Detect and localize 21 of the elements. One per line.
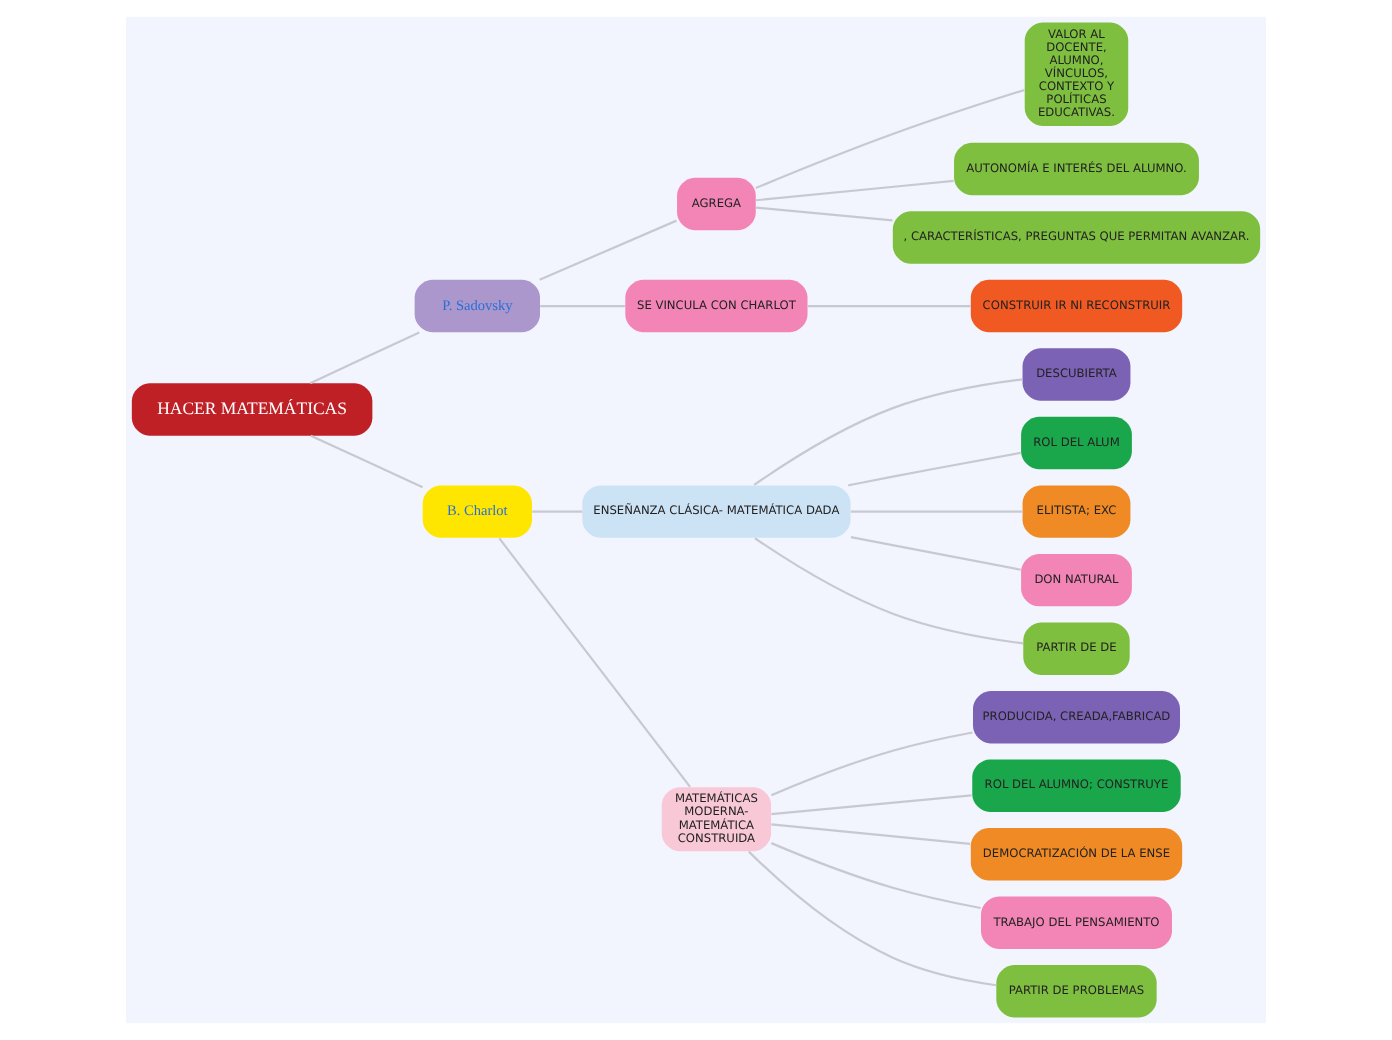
connector <box>310 434 424 489</box>
connector <box>755 88 1025 190</box>
connector <box>850 536 1021 571</box>
connector <box>753 378 1023 486</box>
connector <box>807 304 971 308</box>
connector <box>309 331 420 385</box>
connector <box>748 850 997 987</box>
connector <box>770 842 981 910</box>
connector <box>771 823 971 845</box>
node-box: HACER MATEMÁTICAS <box>131 383 373 436</box>
connector <box>848 451 1021 487</box>
connector <box>771 794 972 816</box>
connector <box>756 179 954 202</box>
connector <box>498 537 691 788</box>
connector <box>770 731 973 797</box>
connector <box>850 510 1023 513</box>
connector <box>540 304 625 308</box>
connector <box>754 537 1024 645</box>
connector <box>756 206 893 222</box>
connector <box>539 219 677 281</box>
connector <box>532 510 583 513</box>
